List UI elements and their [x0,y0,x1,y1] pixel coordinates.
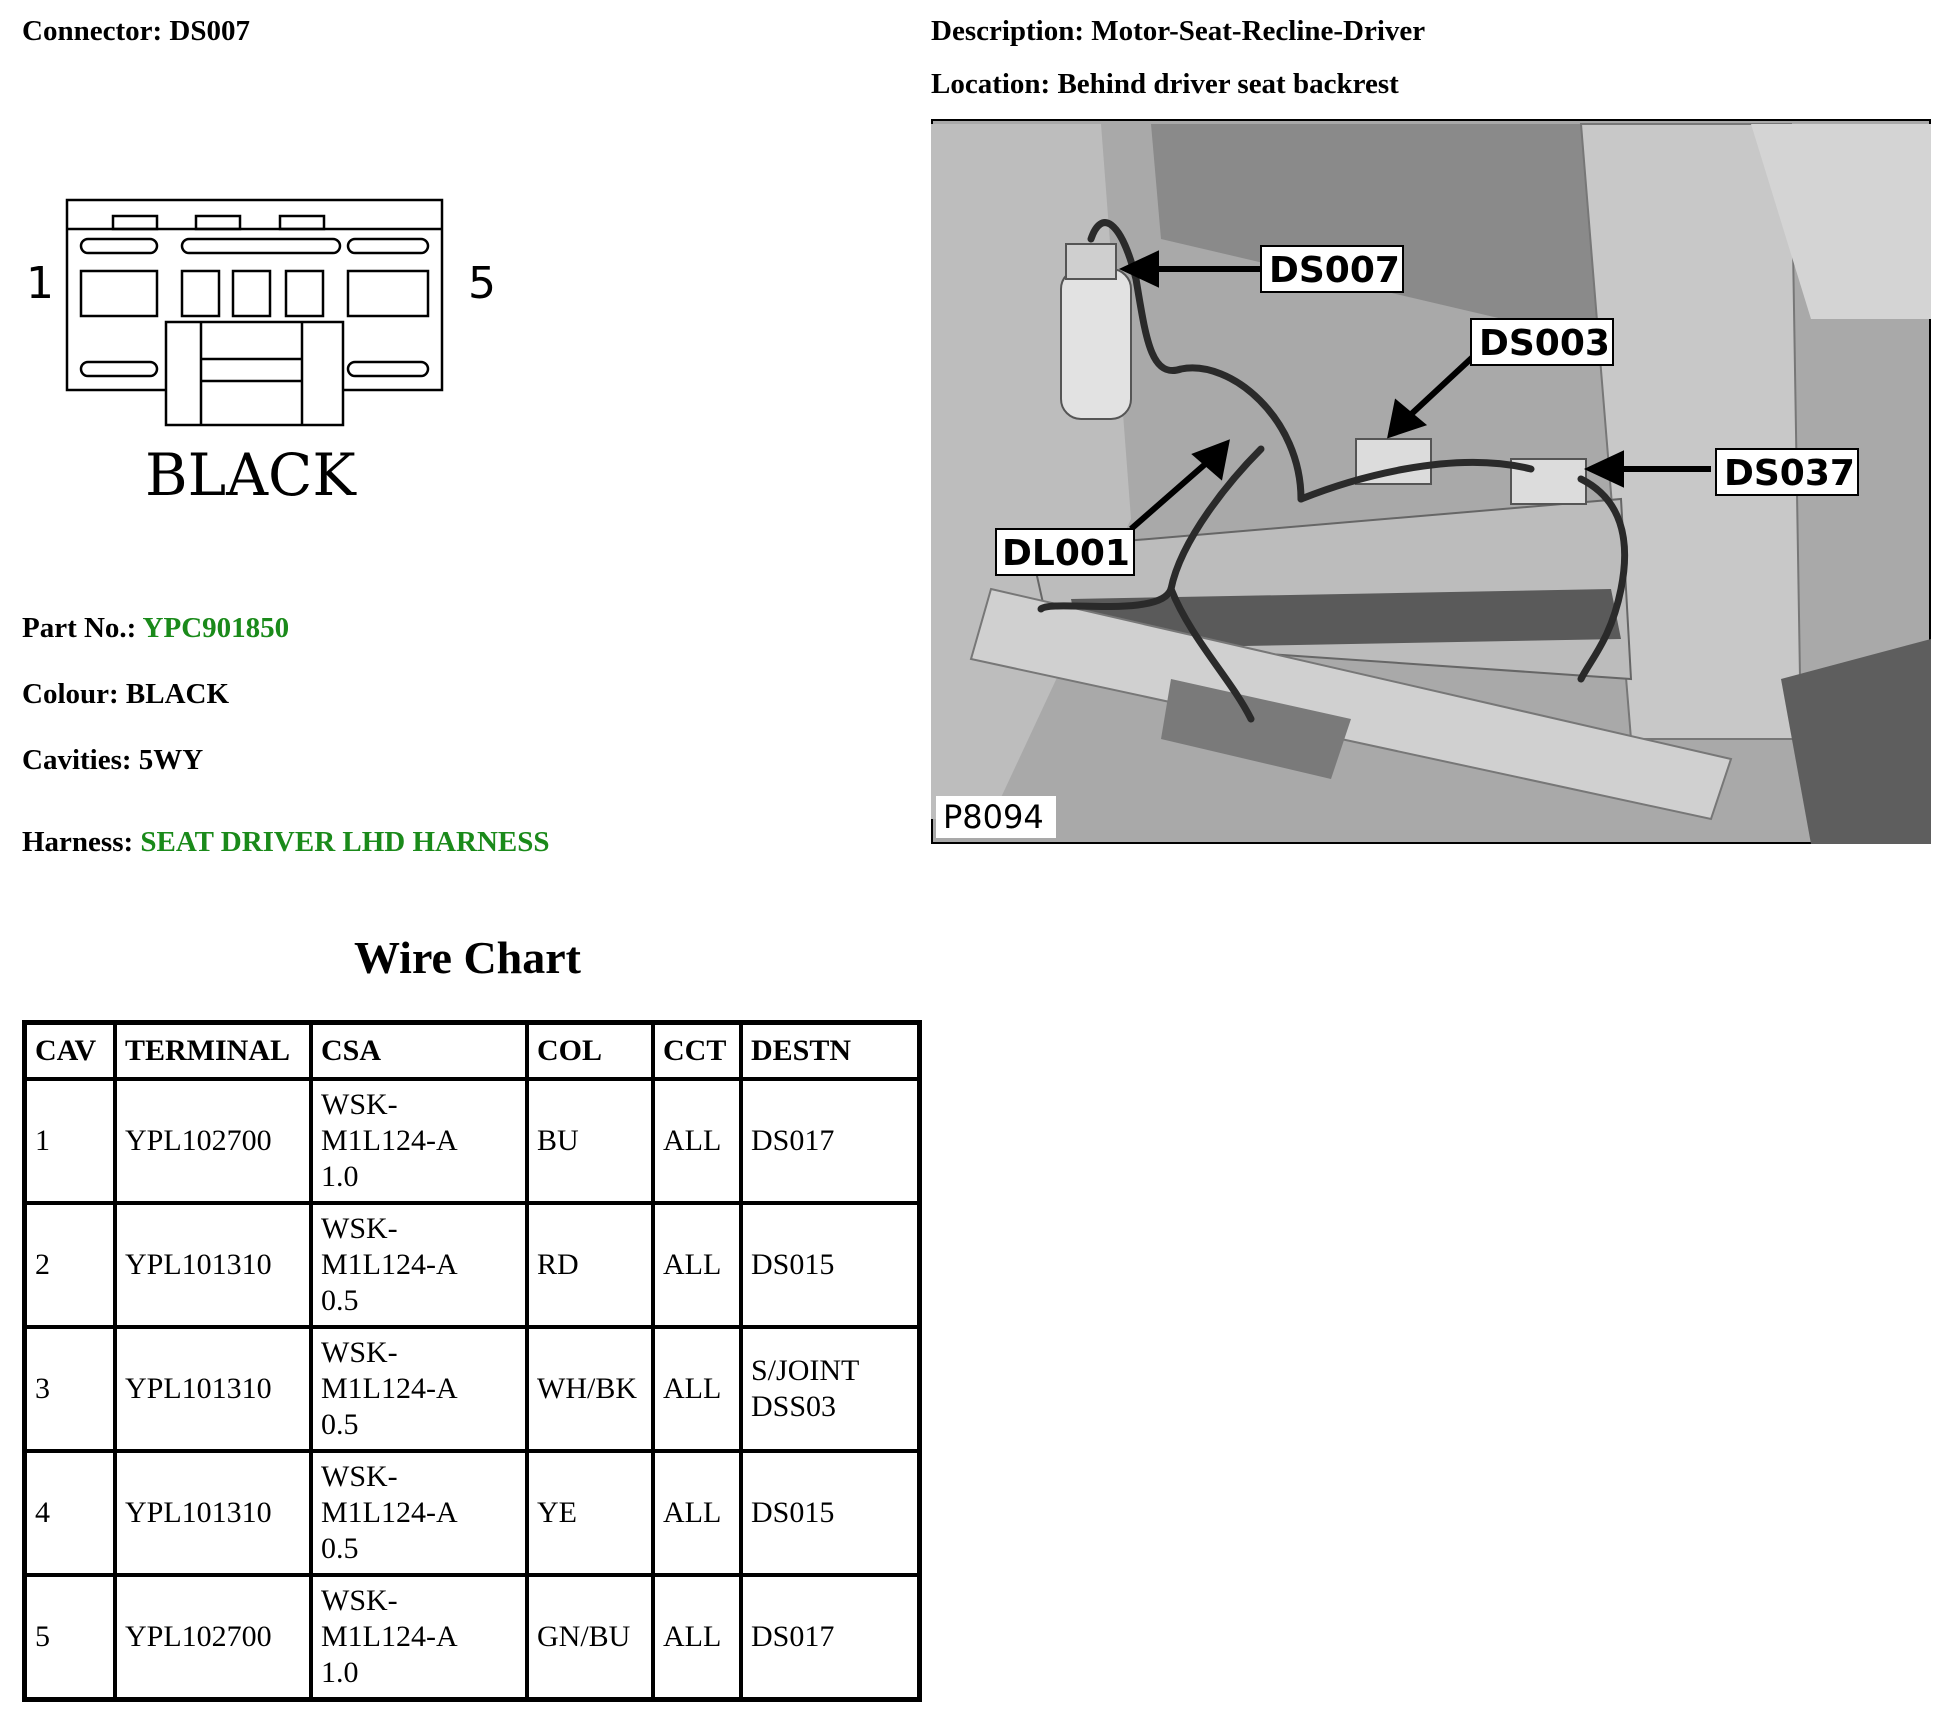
csa-line: 0.5 [321,1532,359,1565]
description-value: Motor-Seat-Recline-Driver [1091,15,1426,47]
cell-terminal: YPL102700 [113,1573,313,1702]
connector-face-diagram: 1 5 BLACK [26,198,496,509]
cell-cct: ALL [651,1201,743,1329]
csa-line: WSK- [321,1584,398,1617]
cavities-value: 5WY [138,744,204,776]
colour-value: BLACK [125,678,230,710]
destn-line: DS017 [751,1124,835,1157]
csa-line: WSK- [321,1088,398,1121]
csa-line: 1.0 [321,1160,359,1193]
location-value: Behind driver seat backrest [1057,68,1399,100]
destn-line: DS015 [751,1248,835,1281]
csa-line: M1L124-A [321,1124,458,1157]
location-photo: DS007 DS003 DS037 DL001 P8094 [931,119,1931,844]
description-field: Description: Motor-Seat-Recline-Driver [931,13,1425,49]
csa-line: M1L124-A [321,1496,458,1529]
wire-chart-header-row: CAV TERMINAL CSA COL CCT DESTN [22,1020,922,1081]
description-label: Description: [931,15,1085,47]
cell-cav: 2 [22,1201,117,1329]
cell-col: RD [525,1201,655,1329]
col-header-cav: CAV [22,1020,117,1081]
part-number-link[interactable]: YPC901850 [142,612,290,644]
csa-line: 0.5 [321,1408,359,1441]
cell-destn: DS015 [739,1449,922,1577]
csa-line: WSK- [321,1336,398,1369]
cell-col: YE [525,1449,655,1577]
callout-ds003: DS003 [1479,323,1610,364]
cell-cav: 4 [22,1449,117,1577]
csa-line: 1.0 [321,1656,359,1689]
cell-cct: ALL [651,1325,743,1453]
cell-cav: 3 [22,1325,117,1453]
cell-cct: ALL [651,1077,743,1205]
figure-id: P8094 [943,798,1044,836]
cell-destn: DS017 [739,1573,922,1702]
cell-col: WH/BK [525,1325,655,1453]
connector-value: DS007 [169,15,250,47]
cell-cav: 5 [22,1573,117,1702]
location-field: Location: Behind driver seat backrest [931,66,1399,102]
pin-1-label: 1 [26,258,54,309]
wire-chart-title: Wire Chart [354,932,581,983]
csa-line: 0.5 [321,1284,359,1317]
part-number-label: Part No.: [22,612,137,644]
cell-destn: DS015 [739,1201,922,1329]
callout-ds007: DS007 [1269,250,1400,291]
cell-cct: ALL [651,1573,743,1702]
diagram-colour-label: BLACK [145,441,357,509]
col-header-col: COL [525,1020,655,1081]
csa-line: WSK- [321,1212,398,1245]
part-number-field: Part No.: YPC901850 [22,610,289,646]
csa-line: WSK- [321,1460,398,1493]
cell-col: BU [525,1077,655,1205]
cell-destn: DS017 [739,1077,922,1205]
destn-line: S/JOINT [751,1354,860,1387]
harness-label: Harness: [22,826,134,858]
callout-ds037: DS037 [1724,453,1855,494]
callout-dl001: DL001 [1002,533,1130,574]
col-header-terminal: TERMINAL [113,1020,313,1081]
colour-label: Colour: [22,678,119,710]
csa-line: M1L124-A [321,1372,458,1405]
pin-5-label: 5 [468,258,496,309]
location-label: Location: [931,68,1051,100]
harness-field: Harness: SEAT DRIVER LHD HARNESS [22,824,549,860]
connector-label: Connector: [22,15,163,47]
cell-terminal: YPL101310 [113,1325,313,1453]
csa-line: M1L124-A [321,1620,458,1653]
cavities-field: Cavities: 5WY [22,742,203,778]
cell-cav: 1 [22,1077,117,1205]
destn-line: DS017 [751,1620,835,1653]
harness-link[interactable]: SEAT DRIVER LHD HARNESS [140,826,550,858]
cell-col: GN/BU [525,1573,655,1702]
csa-line: M1L124-A [321,1248,458,1281]
cell-cct: ALL [651,1449,743,1577]
colour-field: Colour: BLACK [22,676,229,712]
cavities-label: Cavities: [22,744,132,776]
destn-line: DSS03 [751,1390,837,1423]
destn-line: DS015 [751,1496,835,1529]
cell-terminal: YPL102700 [113,1077,313,1205]
col-header-cct: CCT [651,1020,743,1081]
cell-terminal: YPL101310 [113,1449,313,1577]
col-header-csa: CSA [309,1020,529,1081]
connector-field: Connector: DS007 [22,13,250,49]
cell-terminal: YPL101310 [113,1201,313,1329]
col-header-destn: DESTN [739,1020,922,1081]
